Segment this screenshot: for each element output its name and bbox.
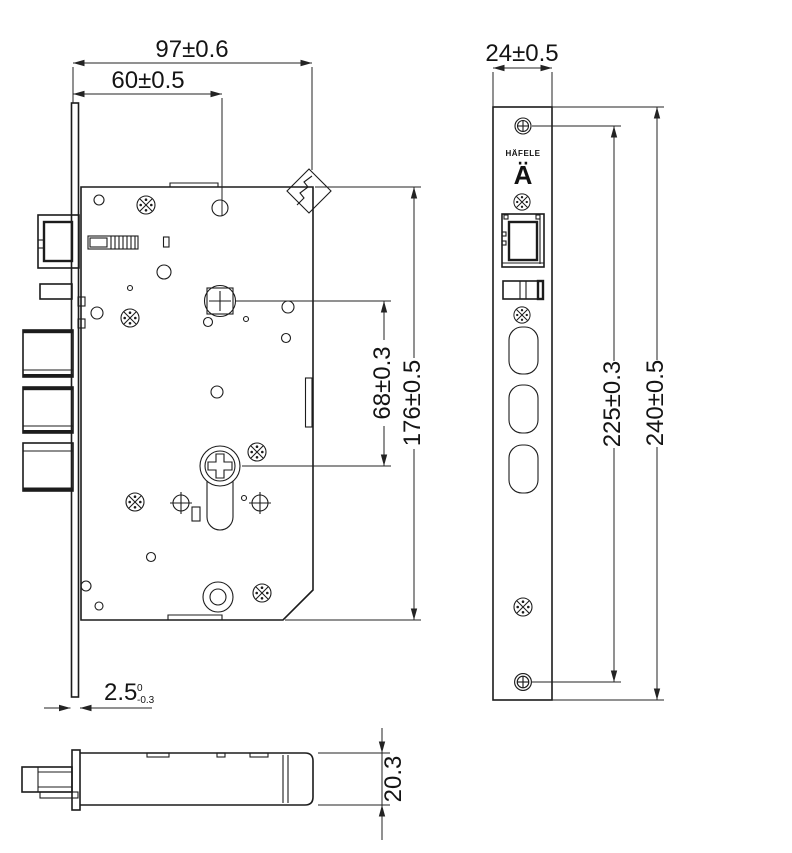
deadlatch-pin bbox=[39, 791, 79, 799]
case-tab bbox=[249, 752, 269, 758]
euro-cylinder-hole bbox=[199, 445, 241, 531]
dim-label-faceplate-height: 240±0.5 bbox=[642, 360, 669, 447]
dim-upper-tol: 0 bbox=[137, 683, 143, 694]
dim-label-spindle-to-cylinder: 68±0.3 bbox=[369, 346, 396, 419]
torx-screw-icon bbox=[513, 306, 531, 324]
latch-bolt-top bbox=[21, 766, 73, 793]
spindle-follower-hole bbox=[203, 284, 237, 318]
hole bbox=[93, 194, 105, 206]
dimension-case-depth: 20.3 bbox=[318, 728, 407, 840]
cross-hole-icon bbox=[248, 491, 272, 515]
bottom-edge-tab bbox=[167, 614, 223, 620]
hook-bolt-openings bbox=[508, 326, 539, 494]
spring-detail bbox=[87, 235, 139, 250]
torx-screw-icon bbox=[513, 193, 531, 211]
hole bbox=[80, 580, 92, 592]
dim-label-faceplate-thickness: 2.5 bbox=[104, 679, 137, 706]
dim-label-faceplate-width: 24±0.5 bbox=[485, 40, 558, 67]
case-profile bbox=[80, 752, 314, 806]
faceplate-edge-strip bbox=[70, 102, 80, 698]
hook-bolt-blocks bbox=[22, 329, 74, 492]
dim-lower-tol: -0.3 bbox=[137, 695, 155, 706]
dim-label-backset: 60±0.5 bbox=[111, 67, 184, 94]
phillips-screw-icon bbox=[514, 117, 532, 135]
front-view-lock-case bbox=[22, 102, 332, 698]
phillips-screw-icon bbox=[514, 673, 532, 691]
faceplate-outline bbox=[492, 106, 553, 701]
slot bbox=[162, 236, 170, 248]
case-tab bbox=[216, 752, 226, 758]
slot bbox=[191, 506, 201, 522]
brand-wordmark: HÄFELE bbox=[506, 149, 541, 158]
dimension-body-width: 97±0.6 bbox=[72, 36, 313, 170]
dimension-case-height: 176±0.5 bbox=[285, 186, 426, 621]
dimension-screw-hole-distance: 225±0.3 bbox=[532, 125, 626, 683]
pin-hole bbox=[240, 494, 248, 502]
edge-tab-lower bbox=[77, 318, 86, 329]
hole bbox=[281, 300, 295, 314]
torx-screw-icon bbox=[252, 583, 272, 603]
dim-label-case-depth: 20.3 bbox=[380, 756, 407, 803]
dimension-backset: 60±0.5 bbox=[73, 67, 223, 216]
torx-screw-icon bbox=[125, 492, 145, 512]
dimension-faceplate-width: 24±0.5 bbox=[485, 40, 559, 107]
hole bbox=[90, 306, 104, 320]
dimension-faceplate-height: 240±0.5 bbox=[552, 106, 669, 701]
pin-hole bbox=[242, 315, 250, 323]
torx-screw-icon bbox=[247, 442, 267, 462]
cross-hole-icon bbox=[169, 491, 193, 515]
hole bbox=[202, 316, 214, 328]
guide-ring-hole bbox=[202, 581, 234, 613]
dim-label-case-height: 176±0.5 bbox=[399, 360, 426, 447]
faceplate-view: HÄFELE Ä bbox=[492, 106, 553, 701]
torx-screw-icon bbox=[120, 308, 140, 328]
faceplate-edge bbox=[71, 749, 81, 811]
top-edge-tab bbox=[169, 182, 219, 187]
edge-tab-upper bbox=[77, 296, 86, 307]
latch-opening bbox=[501, 213, 545, 268]
brand-monogram: Ä bbox=[514, 160, 533, 190]
lock-case-outline bbox=[80, 186, 314, 621]
torx-screw-icon bbox=[513, 597, 533, 617]
dimension-spindle-to-cylinder: 68±0.3 bbox=[236, 300, 396, 467]
case-tab bbox=[146, 752, 170, 758]
auxiliary-bolt bbox=[39, 283, 73, 300]
hole bbox=[145, 551, 157, 563]
pin-hole bbox=[126, 284, 134, 292]
hole bbox=[280, 332, 292, 344]
dimension-faceplate-thickness: 2.5 0 -0.3 bbox=[44, 679, 155, 712]
hole bbox=[211, 199, 229, 217]
right-edge-slot bbox=[304, 377, 313, 428]
hole bbox=[94, 601, 104, 611]
top-view bbox=[21, 749, 314, 811]
torx-screw-icon bbox=[136, 195, 156, 215]
deadbolt-opening bbox=[502, 279, 545, 301]
hole bbox=[210, 385, 224, 399]
hole bbox=[156, 264, 172, 280]
break-symbol-diamond bbox=[286, 168, 332, 214]
dim-label-body-width: 97±0.6 bbox=[155, 36, 228, 63]
latch-bolt bbox=[37, 214, 80, 269]
dim-label-screw-hole-distance: 225±0.3 bbox=[599, 361, 626, 448]
